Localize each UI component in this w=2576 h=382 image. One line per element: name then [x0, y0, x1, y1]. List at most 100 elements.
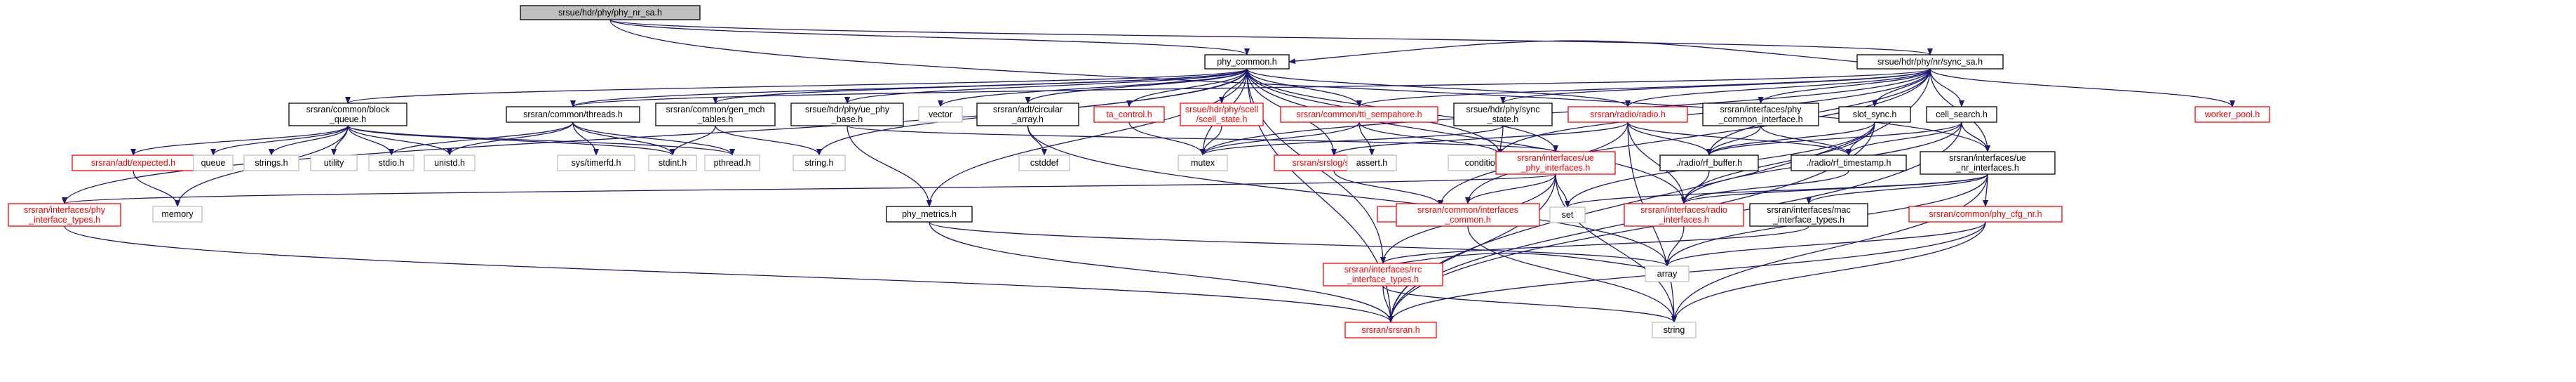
node-box-rf_buffer: [1659, 154, 1759, 171]
edge-phy_common-to-ue_phy_base: [844, 68, 1248, 104]
node-tti_sempahore[interactable]: srsran/common/tti_sempahore.h: [1280, 106, 1438, 123]
node-ue_phy_base[interactable]: srsue/hdr/phy/ue_phy_base.h: [790, 103, 904, 126]
node-label-sync_state-1: _state.h: [1487, 114, 1519, 124]
node-label-pthread-0: pthread.h: [714, 158, 751, 168]
node-phy_common_iface[interactable]: srsran/interfaces/phy_common_interface.h: [1702, 103, 1819, 126]
node-box-tti_sempahore: [1280, 106, 1438, 123]
node-expected[interactable]: srsran/adt/expected.h: [72, 154, 195, 171]
node-box-block_queue: [288, 103, 407, 126]
edge-rrc_iface_types-to-string_std: [1382, 285, 1677, 323]
node-label-rrc_iface_types-1: _interface_types.h: [1347, 275, 1419, 284]
node-box-radio: [1567, 106, 1688, 123]
node-label-phy_iface_types-1: _interface_types.h: [28, 215, 100, 225]
node-label-block_queue-1: _queue.h: [329, 114, 366, 124]
node-cell_search[interactable]: cell_search.h: [1926, 106, 1997, 123]
node-phy_metrics[interactable]: phy_metrics.h: [886, 206, 973, 223]
edge-phy_common-to-phy_metrics: [926, 68, 1248, 207]
edge-threads-to-pthread: [572, 121, 735, 156]
node-label-stdint-0: stdint.h: [659, 158, 687, 168]
edge-ue_phy_iface-to-iface_common: [1465, 173, 1556, 204]
node-root[interactable]: srsue/hdr/phy/phy_nr_sa.h: [520, 5, 701, 20]
node-radio[interactable]: srsran/radio/radio.h: [1567, 106, 1688, 123]
node-label-memory-0: memory: [161, 209, 194, 219]
edge-phy_common-to-threads: [570, 68, 1248, 107]
node-gen_mch[interactable]: srsran/common/gen_mch_tables.h: [655, 103, 776, 126]
node-box-cell_search: [1926, 106, 1997, 123]
node-block_queue[interactable]: srsran/common/block_queue.h: [288, 103, 407, 126]
node-box-utility: [310, 154, 358, 171]
node-mac_iface_types[interactable]: srsran/interfaces/mac_interface_types.h: [1749, 203, 1868, 227]
node-rrc_iface_types[interactable]: srsran/interfaces/rrc_interface_types.h: [1323, 263, 1443, 286]
node-rf_timestamp[interactable]: ./radio/rf_timestamp.h: [1791, 154, 1907, 171]
edge-phy_common-to-circular_array: [1025, 68, 1248, 104]
node-label-gen_mch-1: _tables.h: [697, 114, 734, 124]
node-box-circular_array: [976, 103, 1079, 126]
node-box-ue_phy_iface: [1495, 151, 1616, 175]
node-box-ta_control: [1093, 106, 1165, 123]
node-box-ue_phy_base: [790, 103, 904, 126]
node-radio_iface[interactable]: srsran/interfaces/radio_interfaces.h: [1624, 203, 1744, 227]
node-box-strings: [243, 154, 299, 171]
node-queue: queue: [193, 154, 234, 171]
node-label-array-0: array: [1657, 269, 1678, 279]
node-mutex: mutex: [1178, 154, 1228, 171]
edge-ue_phy_base-to-phy_metrics: [847, 125, 932, 207]
edge-sync_sa-to-radio: [1625, 68, 1931, 107]
node-box-threads: [506, 106, 640, 123]
node-label-ue_phy_iface-0: srsran/interfaces/ue: [1517, 153, 1594, 163]
node-sync_state[interactable]: srsue/hdr/phy/sync_state.h: [1453, 103, 1553, 126]
edge-cell_search-to-rf_timestamp: [1846, 121, 1962, 156]
node-iface_common[interactable]: srsran/common/interfaces_common.h: [1396, 203, 1540, 227]
node-threads[interactable]: srsran/common/threads.h: [506, 106, 640, 123]
node-worker_pool[interactable]: worker_pool.h: [2194, 106, 2270, 123]
edge-root-to-phy_common: [609, 19, 1250, 55]
node-label-worker_pool-0: worker_pool.h: [2204, 110, 2260, 119]
edge-phy_cfg_nr-to-string_std: [1671, 221, 1986, 323]
node-srsran_h[interactable]: srsran/srsran.h: [1344, 322, 1437, 338]
node-strings: strings.h: [243, 154, 299, 171]
node-ue_phy_iface[interactable]: srsran/interfaces/ue_phy_interfaces.h: [1495, 151, 1616, 175]
node-phy_iface_types[interactable]: srsran/interfaces/phy_interface_types.h: [8, 203, 121, 227]
edge-phy_common-to-phy_iface_types: [62, 68, 1248, 204]
node-label-srsran_h-0: srsran/srsran.h: [1361, 325, 1420, 335]
node-rf_buffer[interactable]: ./radio/rf_buffer.h: [1659, 154, 1759, 171]
edge-sync_sa-to-sync_state: [1500, 68, 1931, 104]
edge-phy_common-to-block_queue: [345, 68, 1248, 104]
edge-sync_sa-to-rf_buffer: [1706, 68, 1931, 156]
node-label-sync_sa-0: srsue/hdr/phy/nr/sync_sa.h: [1877, 57, 1983, 67]
node-box-memory: [152, 206, 203, 223]
node-label-string_h-0: string.h: [805, 158, 834, 168]
node-scell_state[interactable]: srsue/hdr/phy/scell/scell_state.h: [1180, 103, 1264, 126]
node-sync_sa[interactable]: srsue/hdr/phy/nr/sync_sa.h: [1856, 54, 2004, 70]
node-box-worker_pool: [2194, 106, 2270, 123]
node-label-tti_sempahore-0: srsran/common/tti_sempahore.h: [1296, 110, 1422, 119]
node-stdint: stdint.h: [648, 154, 697, 171]
edge-radio-to-rf_buffer: [1627, 121, 1712, 156]
node-slot_sync[interactable]: slot_sync.h: [1838, 106, 1911, 123]
node-phy_common[interactable]: phy_common.h: [1204, 54, 1290, 70]
node-label-ue_phy_iface-1: _phy_interfaces.h: [1520, 163, 1591, 173]
node-box-set: [1549, 206, 1586, 223]
node-box-array: [1645, 265, 1690, 282]
node-ta_control[interactable]: ta_control.h: [1093, 106, 1165, 123]
node-label-ue_nr_iface-1: _nr_interfaces.h: [1955, 163, 2019, 173]
node-label-scell_state-0: srsue/hdr/phy/scell: [1185, 105, 1258, 114]
node-label-ue_phy_base-1: _base.h: [831, 114, 863, 124]
edge-tti_sempahore-to-assert: [1358, 121, 1375, 156]
edge-radio-to-radio_iface: [1627, 121, 1687, 204]
edge-ue_phy_base-to-ue_phy_iface: [847, 125, 1558, 152]
node-label-mutex-0: mutex: [1191, 158, 1215, 168]
edge-phy_common-to-vector: [938, 68, 1248, 107]
node-stdio: stdio.h: [368, 154, 414, 171]
node-box-root: [520, 5, 701, 20]
node-pthread: pthread.h: [704, 154, 760, 171]
node-label-gen_mch-0: srsran/common/gen_mch: [666, 105, 764, 114]
node-phy_cfg_nr[interactable]: srsran/common/phy_cfg_nr.h: [1908, 206, 2063, 223]
node-circular_array[interactable]: srsran/adt/circular_array.h: [976, 103, 1079, 126]
edge-phy_common-to-tti_sempahore: [1246, 68, 1362, 107]
edge-block_queue-to-strings: [269, 125, 349, 156]
node-box-pthread: [704, 154, 760, 171]
node-ue_nr_iface[interactable]: srsran/interfaces/ue_nr_interfaces.h: [1920, 151, 2056, 175]
node-label-vector-0: vector: [929, 110, 952, 119]
node-box-sync_state: [1453, 103, 1553, 126]
